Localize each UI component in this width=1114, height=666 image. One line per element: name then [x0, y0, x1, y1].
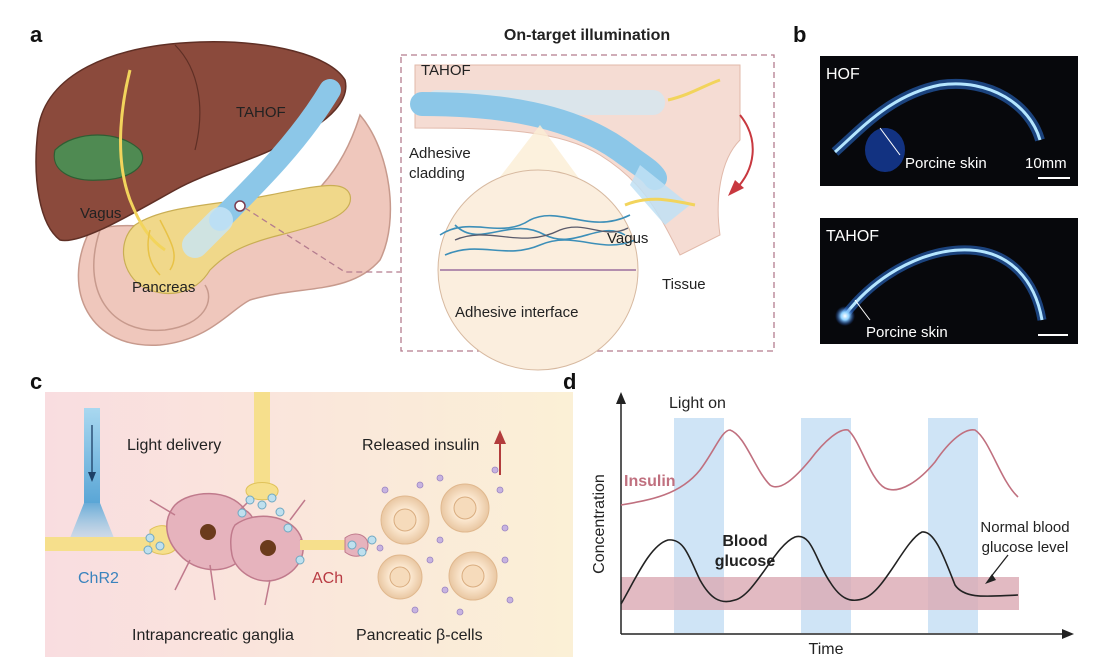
inset-label-tissue: Tissue — [662, 276, 706, 293]
tahof-porcine-label: Porcine skin — [866, 324, 948, 341]
label-tahof: TAHOF — [236, 104, 286, 121]
nucleus-2 — [260, 540, 276, 556]
bend-arrow-head — [728, 180, 744, 196]
x-axis-label: Time — [809, 641, 844, 658]
normal-level-pointer-head — [985, 574, 996, 584]
label-ach: ACh — [312, 570, 343, 587]
liver-lobe — [174, 44, 201, 151]
y-axis-arrow — [616, 392, 626, 404]
nucleus-1 — [200, 524, 216, 540]
series-blood-glucose — [620, 531, 1019, 605]
adhesive-mesh-dark — [454, 226, 629, 241]
hof-pointer — [879, 127, 901, 156]
label-pancreas: Pancreas — [132, 279, 195, 296]
vagus-nerve — [119, 69, 166, 252]
label-beta-cells: Pancreatic β-cells — [356, 627, 483, 644]
axon-left — [45, 537, 155, 551]
hof-porcine-label: Porcine skin — [905, 155, 987, 172]
normal-glucose-band — [621, 577, 1019, 610]
hof-title: HOF — [826, 66, 860, 83]
panel-b: b HOF Porcine skin 10mm TAHOF Porcine sk… — [793, 22, 1078, 344]
x-axis-arrow — [1062, 629, 1074, 639]
inset-label-adhesive-interface: Adhesive interface — [455, 304, 578, 321]
tahof-fiber-photo — [843, 248, 1044, 321]
label-ganglia: Intrapancreatic ganglia — [132, 627, 294, 644]
vagus-inset — [624, 78, 721, 207]
panel-c: c — [30, 369, 573, 657]
tahof-title: TAHOF — [826, 228, 879, 245]
inset-label-vagus: Vagus — [607, 230, 648, 247]
panel-letter-d: d — [563, 369, 576, 394]
insulin-up-arrow-head — [494, 430, 506, 444]
vesicles — [143, 493, 377, 565]
axon-top — [254, 392, 270, 492]
normal-level-pointer — [989, 554, 1009, 579]
tahof-pointer — [854, 299, 871, 321]
y-axis-label: Concentration — [591, 474, 608, 574]
zoom-connector — [244, 207, 400, 273]
beta-cells — [377, 483, 498, 601]
hof-scatter — [865, 128, 905, 172]
gallbladder-shape — [53, 134, 144, 181]
insulin-granules — [376, 466, 514, 616]
hof-fiber — [834, 82, 1042, 154]
scale-label: 10mm — [1025, 155, 1067, 172]
inset-label-tahof: TAHOF — [421, 62, 471, 79]
label-released-insulin: Released insulin — [362, 437, 479, 454]
panel-c-background — [45, 392, 573, 657]
photo-tahof — [820, 218, 1078, 344]
inset-label-adhesive-2: cladding — [409, 165, 465, 182]
vagus-branches — [147, 219, 175, 276]
label-normal-2: glucose level — [982, 539, 1069, 556]
light-beam-c — [66, 503, 118, 548]
panel-letter-b: b — [793, 22, 806, 47]
panel-letter-c: c — [30, 369, 42, 394]
inset: On-target illumination TAHOF Adhesive cl… — [400, 27, 775, 371]
target-marker — [234, 200, 246, 212]
label-light-on: Light on — [669, 395, 726, 412]
label-light-delivery: Light delivery — [127, 437, 221, 454]
label-vagus: Vagus — [80, 205, 121, 222]
tahof-fiber-inset — [410, 92, 667, 190]
light-arrow-head — [88, 472, 96, 482]
inset-title: On-target illumination — [504, 27, 670, 44]
label-glucose: glucose — [715, 553, 776, 570]
series-insulin — [620, 429, 1019, 506]
axon-right — [300, 540, 350, 550]
inset-label-adhesive-1: Adhesive — [409, 145, 471, 162]
tahof-tip — [835, 306, 855, 326]
label-insulin: Insulin — [624, 473, 676, 490]
tahof-fiber-a-glow — [182, 207, 233, 258]
panel-letter-a: a — [30, 22, 43, 47]
fiber-beam-inset — [630, 165, 690, 225]
panel-d: d Light on Insulin Blood glucose Normal … — [563, 369, 1074, 658]
label-blood: Blood — [722, 533, 767, 550]
label-normal-1: Normal blood — [980, 519, 1069, 536]
label-chr2: ChR2 — [78, 570, 119, 587]
duodenum-loop — [93, 229, 210, 332]
bend-arrow — [734, 114, 754, 191]
panel-a: a TAHOF Vagus Pancreas On-target illumin… — [30, 22, 775, 371]
